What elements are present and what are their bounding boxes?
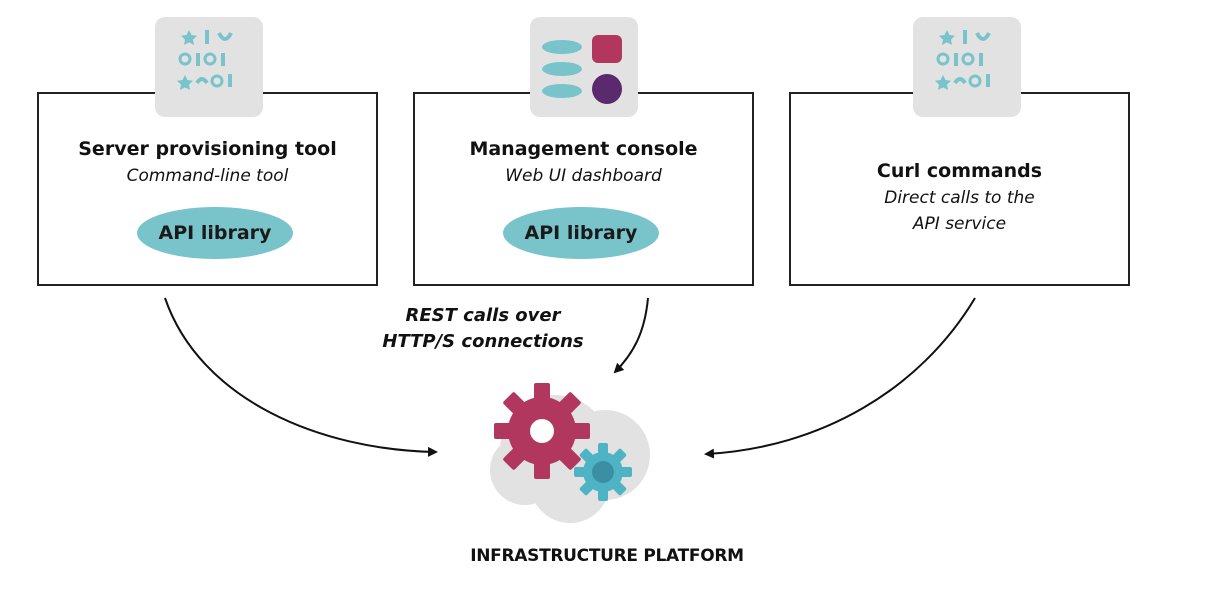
- rest-calls-line-2: HTTP/S connections: [382, 331, 584, 352]
- rest-calls-line-1: REST calls over: [405, 305, 561, 326]
- box-subtitle: Web UI dashboard: [505, 166, 662, 186]
- gears-icon: [490, 383, 650, 523]
- box-subtitle-line-1: Direct calls to the: [884, 188, 1035, 208]
- box-subtitle-line-2: API service: [912, 214, 1007, 234]
- management-console-box: Management console Web UI dashboard API …: [413, 92, 754, 286]
- box-title: Server provisioning tool: [78, 138, 337, 160]
- server-provisioning-box: Server provisioning tool Command-line to…: [37, 92, 378, 286]
- box-subtitle: Command-line tool: [126, 166, 289, 186]
- code-card-icon: [155, 17, 263, 117]
- arrow-left: [164, 297, 438, 457]
- dashboard-card-icon: [530, 17, 638, 117]
- api-library-badge: API library: [137, 207, 293, 259]
- box-title: Management console: [469, 138, 698, 160]
- arrow-right: [704, 297, 976, 459]
- rest-calls-label: REST calls over HTTP/S connections: [368, 303, 598, 355]
- curl-commands-box: Curl commands Direct calls to the API se…: [789, 92, 1130, 286]
- code-card-icon: [913, 17, 1021, 117]
- arrow-middle: [613, 297, 649, 374]
- platform-label: INFRASTRUCTURE PLATFORM: [470, 546, 744, 566]
- api-library-badge: API library: [503, 207, 659, 259]
- box-title: Curl commands: [876, 160, 1043, 182]
